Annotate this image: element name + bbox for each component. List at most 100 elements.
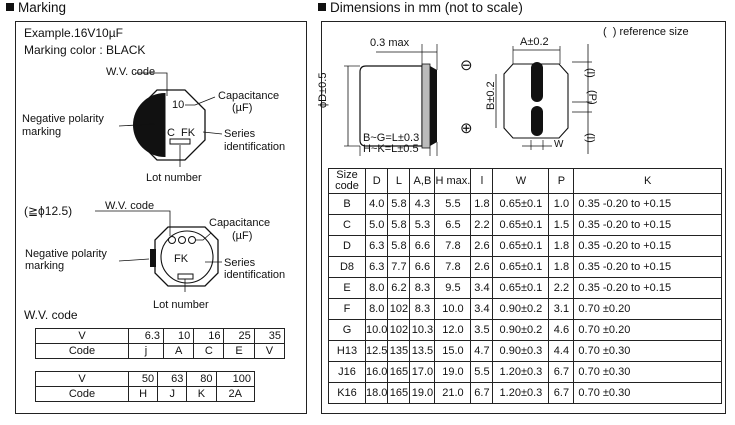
table-cell: 2.2 <box>470 214 494 236</box>
table-cell: 3.1 <box>548 298 575 320</box>
header-cell: P <box>548 168 575 194</box>
wv-cell: E <box>223 343 255 359</box>
table-cell: 1.8 <box>548 256 575 278</box>
wv-cell: V <box>253 343 286 359</box>
table-cell: 0.35 -0.20 to +0.15 <box>573 256 722 278</box>
table-cell: 5.8 <box>387 214 411 236</box>
d2-wv-label: W.V. code <box>105 200 155 212</box>
table-cell: 0.70 ±0.20 <box>573 298 722 320</box>
table-cell: 0.65±0.1 <box>492 235 550 257</box>
table-cell: G <box>328 319 366 341</box>
label-l-top: (l) <box>584 68 596 78</box>
wv-table-2-row-v: V 50 63 80 100 <box>35 371 256 387</box>
label-a: A±0.2 <box>520 36 549 48</box>
d1-series-label: Series <box>224 128 256 140</box>
dimensions-title: Dimensions in mm (not to scale) <box>318 0 523 15</box>
wv-code-title: W.V. code <box>24 308 78 322</box>
table-cell: 5.5 <box>470 361 494 383</box>
dimension-header-row: Size code D L A,B H max. l W P K <box>328 168 722 194</box>
table-cell: 12.5 <box>364 340 389 362</box>
table-cell: 4.3 <box>409 193 436 215</box>
table-cell: 3.5 <box>470 319 494 341</box>
table-cell: 165 <box>387 382 411 404</box>
d1-lot-label: Lot number <box>146 172 202 184</box>
reference-size-note: ( ) reference size <box>603 26 689 38</box>
d2-cap-unit: (µF) <box>232 230 253 242</box>
table-cell: 6.3 <box>364 235 389 257</box>
table-cell: 6.3 <box>364 256 389 278</box>
marking-example: Example.16V10µF <box>24 26 123 40</box>
table-cell: 2.2 <box>548 277 575 299</box>
header-cell: K <box>573 168 722 194</box>
table-cell: 5.8 <box>387 235 411 257</box>
table-cell: 0.90±0.2 <box>492 298 550 320</box>
wv-cell: A <box>163 343 195 359</box>
d1-neg-label-2: marking <box>22 126 62 138</box>
table-cell: 1.8 <box>548 235 575 257</box>
d2-neg-label-2: marking <box>25 260 65 272</box>
table-cell: 1.5 <box>548 214 575 236</box>
marking-title: Marking <box>6 0 66 15</box>
wv-table-1-row-code: Code j A C E V <box>35 343 286 359</box>
table-cell: 1.20±0.3 <box>492 382 550 404</box>
table-cell: 6.7 <box>548 382 575 404</box>
table-cell: F <box>328 298 366 320</box>
label-phid: ϕD±0.5 <box>317 72 329 108</box>
d2-series-label-2: identification <box>224 269 286 281</box>
d1-cap-value: 10 <box>172 99 185 111</box>
table-cell: 6.7 <box>470 382 494 404</box>
label-l-bottom: (l) <box>584 133 596 143</box>
table-cell: 4.4 <box>548 340 575 362</box>
wv-cell: 35 <box>253 328 286 344</box>
wv-table-2: V 50 63 80 100 Code H J K 2A <box>35 371 256 402</box>
table-cell: E <box>328 277 366 299</box>
table-cell: 21.0 <box>434 382 472 404</box>
wv-table-1: V 6.3 10 16 25 35 Code j A C E V <box>35 328 286 359</box>
d1-cap-label: Capacitance <box>218 90 280 102</box>
wv-cell: j <box>127 343 165 359</box>
table-cell: 0.35 -0.20 to +0.15 <box>573 277 722 299</box>
table-cell: 15.0 <box>434 340 472 362</box>
table-cell: 7.8 <box>434 256 472 278</box>
wv-cell: 6.3 <box>127 328 165 344</box>
table-cell: J16 <box>328 361 366 383</box>
d2-lot-label: Lot number <box>153 299 209 311</box>
table-cell: 0.65±0.1 <box>492 277 550 299</box>
table-cell: 0.90±0.2 <box>492 319 550 341</box>
header-cell: Size code <box>328 168 366 194</box>
table-cell: 0.35 -0.20 to +0.15 <box>573 214 722 236</box>
table-cell: 4.6 <box>548 319 575 341</box>
table-cell: 6.2 <box>387 277 411 299</box>
table-cell: 19.0 <box>409 382 436 404</box>
wv-cell: 16 <box>193 328 225 344</box>
d2-code: FK <box>174 253 189 265</box>
d2-series-label: Series <box>224 257 256 269</box>
label-hk: H~K=L±0.5 <box>363 143 419 155</box>
table-cell: D <box>328 235 366 257</box>
wv-table-2-head: Code <box>35 386 129 402</box>
wv-table-2-head: V <box>35 371 129 387</box>
table-cell: 7.8 <box>434 235 472 257</box>
table-cell: 5.8 <box>387 193 411 215</box>
d1-neg-label: Negative polarity <box>22 113 104 125</box>
table-cell: 8.3 <box>409 277 436 299</box>
table-cell: 6.7 <box>548 361 575 383</box>
table-cell: 10.0 <box>364 319 389 341</box>
table-cell: 6.5 <box>434 214 472 236</box>
table-cell: 0.70 ±0.30 <box>573 340 722 362</box>
table-cell: 8.3 <box>409 298 436 320</box>
wv-cell: 25 <box>223 328 255 344</box>
table-cell: 2.6 <box>470 256 494 278</box>
d1-cap-unit: (µF) <box>232 102 253 114</box>
label-bg: B~G=L±0.3 <box>363 132 420 144</box>
table-cell: 0.65±0.1 <box>492 214 550 236</box>
table-cell: 18.0 <box>364 382 389 404</box>
marking-diagram-1 <box>118 72 223 167</box>
table-cell: C <box>328 214 366 236</box>
